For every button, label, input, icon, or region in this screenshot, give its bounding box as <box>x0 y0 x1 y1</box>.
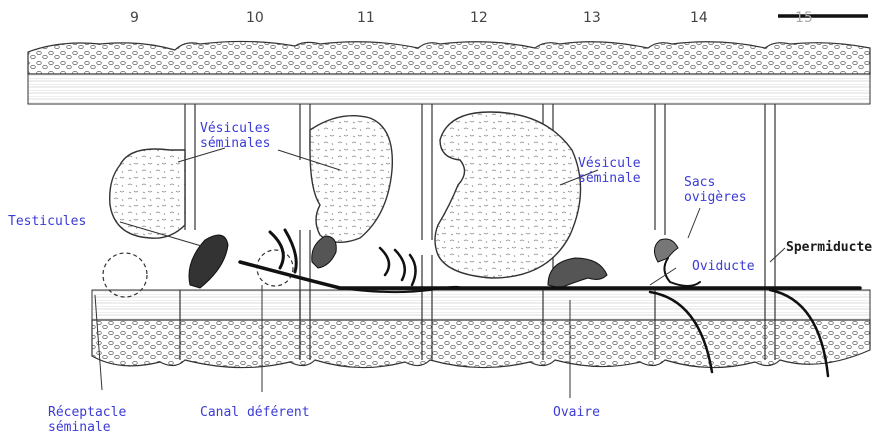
segment-number-11: 11 <box>357 10 375 26</box>
dorsal-muscle-layer <box>28 74 870 104</box>
segment-number-9: 9 <box>130 10 139 26</box>
seminal-vesicle-9 <box>110 149 185 238</box>
ventral-epidermis <box>92 320 870 368</box>
egg-sac <box>654 239 678 262</box>
segment-number-14: 14 <box>690 10 708 26</box>
ventral-muscle-layer <box>92 290 870 320</box>
label-sacs-ovigeres: Sacs ovigères <box>684 175 747 205</box>
ovary <box>548 258 607 288</box>
label-receptacle-seminale: Réceptacle séminale <box>48 405 126 435</box>
testis-10 <box>189 235 228 288</box>
label-vesicule-seminale: Vésicule séminale <box>578 156 641 186</box>
seminal-vesicle-11 <box>310 116 392 243</box>
segment-number-15: 15 <box>795 10 813 26</box>
testis-11 <box>312 236 337 268</box>
segment-number-12: 12 <box>470 10 488 26</box>
segment-number-13: 13 <box>583 10 601 26</box>
dorsal-epidermis <box>28 41 870 74</box>
label-oviducte: Oviducte <box>692 259 755 274</box>
segment-number-10: 10 <box>246 10 264 26</box>
label-vesicules-seminales: Vésicules séminales <box>200 121 270 151</box>
label-ovaire: Ovaire <box>553 405 600 420</box>
label-spermiducte: Spermiducte <box>786 240 872 255</box>
label-testicules: Testicules <box>8 214 86 229</box>
label-canal-deferent: Canal déférent <box>200 405 310 420</box>
seminal-vesicle-12 <box>435 112 581 278</box>
